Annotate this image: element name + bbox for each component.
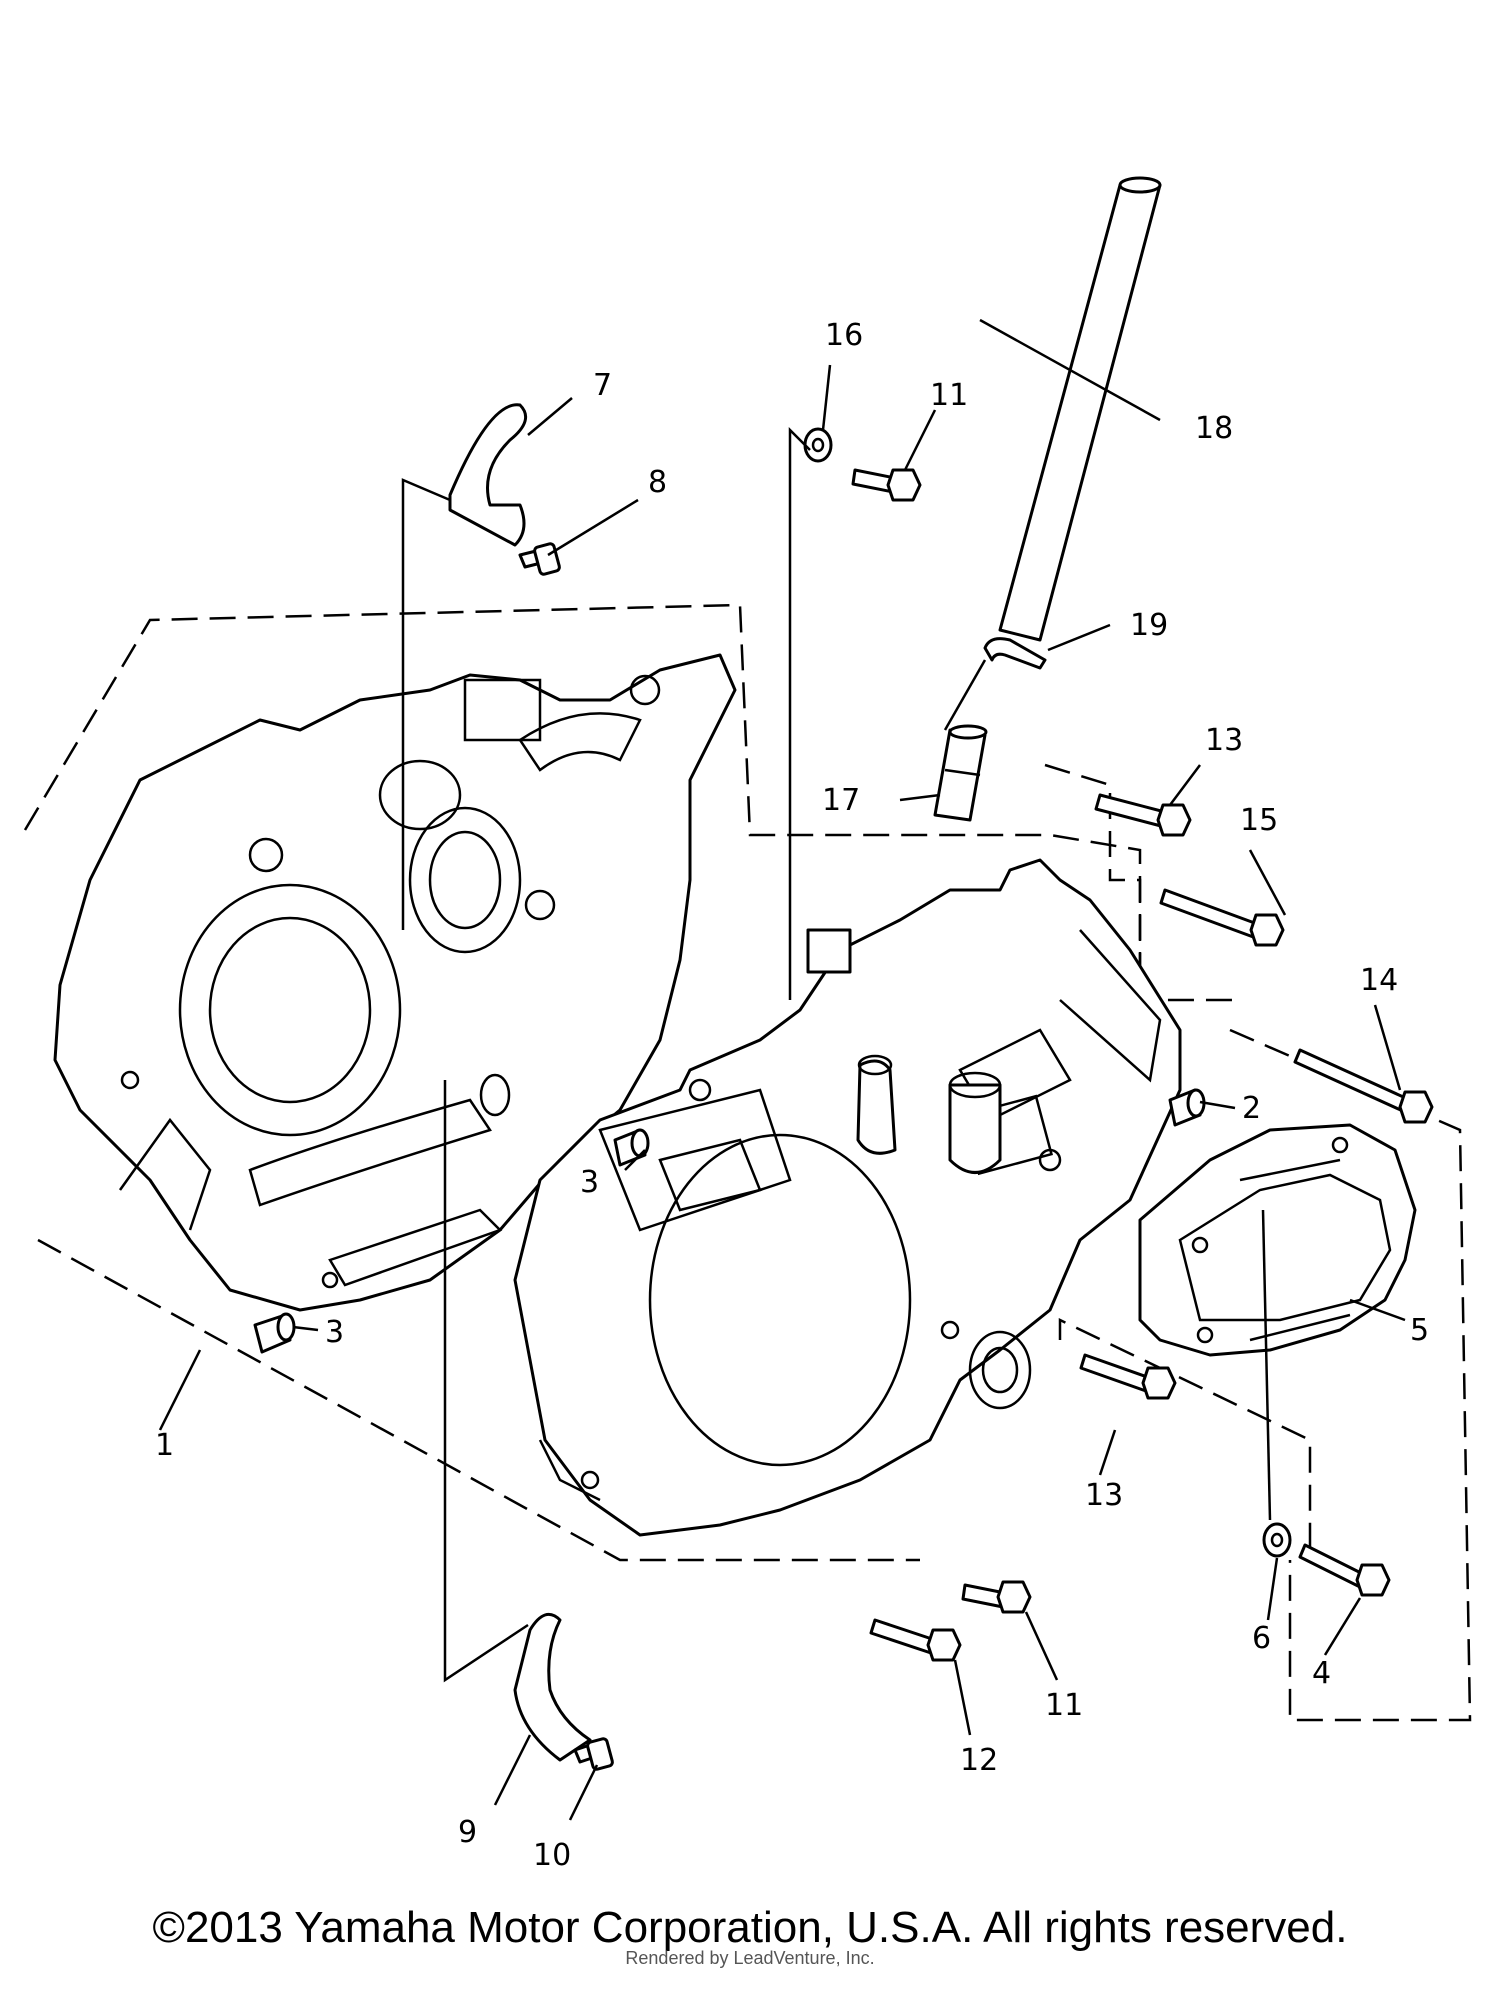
- callout-5: 5: [1410, 1313, 1429, 1348]
- part-19-clip: [983, 637, 1047, 670]
- callout-11: 11: [930, 378, 968, 413]
- callout-13: 13: [1205, 723, 1243, 758]
- part-18-pipe: [998, 176, 1162, 642]
- callout-12: 12: [960, 1743, 998, 1778]
- callout-1: 1: [155, 1428, 174, 1463]
- callout-13: 13: [1085, 1478, 1123, 1513]
- left-crankcase: [53, 653, 737, 1312]
- dowels: [253, 1088, 1206, 1354]
- callout-labels: 1 2 3 3 4 5 6 7 8 9 10 11 11 12 13 13 14…: [155, 318, 1429, 1873]
- callout-8: 8: [648, 465, 667, 500]
- callout-4: 4: [1312, 1656, 1331, 1691]
- part-17-fitting: [933, 724, 988, 822]
- callout-15: 15: [1240, 803, 1278, 838]
- leader-lines: [158, 318, 1406, 1821]
- callout-16: 16: [825, 318, 863, 353]
- rendered-by-note: Rendered by LeadVenture, Inc.: [625, 1948, 875, 1968]
- copyright-notice: ©2013 Yamaha Motor Corporation, U.S.A. A…: [152, 1903, 1348, 1952]
- callout-7: 7: [593, 368, 612, 403]
- callout-2: 2: [1242, 1091, 1261, 1126]
- callout-6: 6: [1252, 1621, 1271, 1656]
- part-7-bracket: [448, 403, 528, 547]
- part-5-cover: [1138, 1123, 1417, 1357]
- part-9-bracket: [513, 1612, 592, 1762]
- bolts: [518, 427, 1434, 1771]
- callout-19: 19: [1130, 608, 1168, 643]
- right-crankcase: [513, 858, 1182, 1537]
- callout-3: 3: [325, 1315, 344, 1350]
- callout-17: 17: [822, 783, 860, 818]
- crankcase-bosses: [806, 928, 1002, 1174]
- callout-14: 14: [1360, 963, 1398, 998]
- callout-10: 10: [533, 1838, 571, 1873]
- callout-3: 3: [580, 1165, 599, 1200]
- callout-9: 9: [458, 1815, 477, 1850]
- callout-18: 18: [1195, 411, 1233, 446]
- callout-11: 11: [1045, 1688, 1083, 1723]
